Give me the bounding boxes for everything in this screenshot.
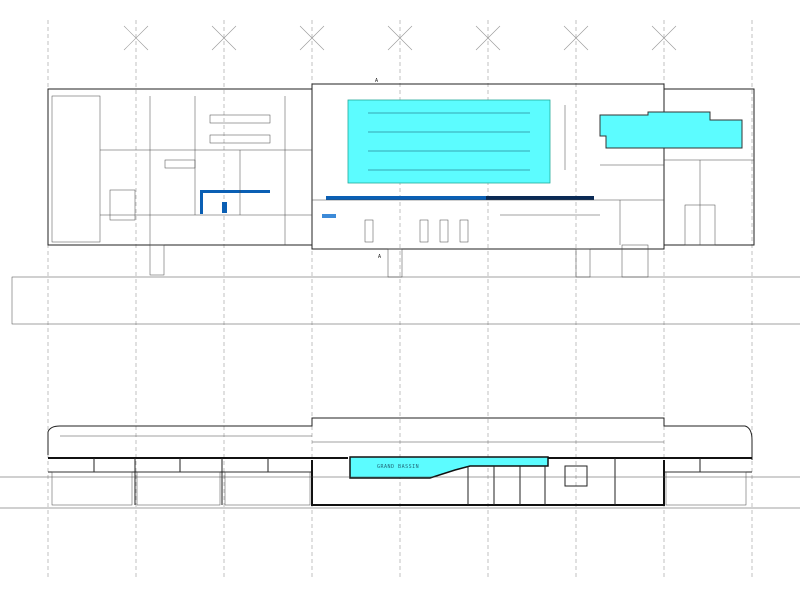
floor-plan: A A bbox=[47, 78, 755, 278]
site-band bbox=[11, 276, 800, 325]
pool-label: GRAND BASSIN bbox=[377, 464, 419, 470]
building-section: GRAND BASSIN bbox=[0, 417, 800, 509]
small-pool bbox=[599, 111, 743, 149]
grid-marker bbox=[563, 25, 589, 51]
grid-marker bbox=[651, 25, 677, 51]
grid-marker bbox=[211, 25, 237, 51]
grid-x-markers bbox=[123, 25, 677, 51]
section-mark-top: A bbox=[375, 78, 378, 84]
main-pool bbox=[347, 99, 551, 184]
pool-section bbox=[349, 456, 549, 479]
grid-marker bbox=[123, 25, 149, 51]
grid-marker bbox=[299, 25, 325, 51]
grid-marker bbox=[475, 25, 501, 51]
section-mark-bottom: A bbox=[378, 254, 381, 260]
grid-marker bbox=[387, 25, 413, 51]
